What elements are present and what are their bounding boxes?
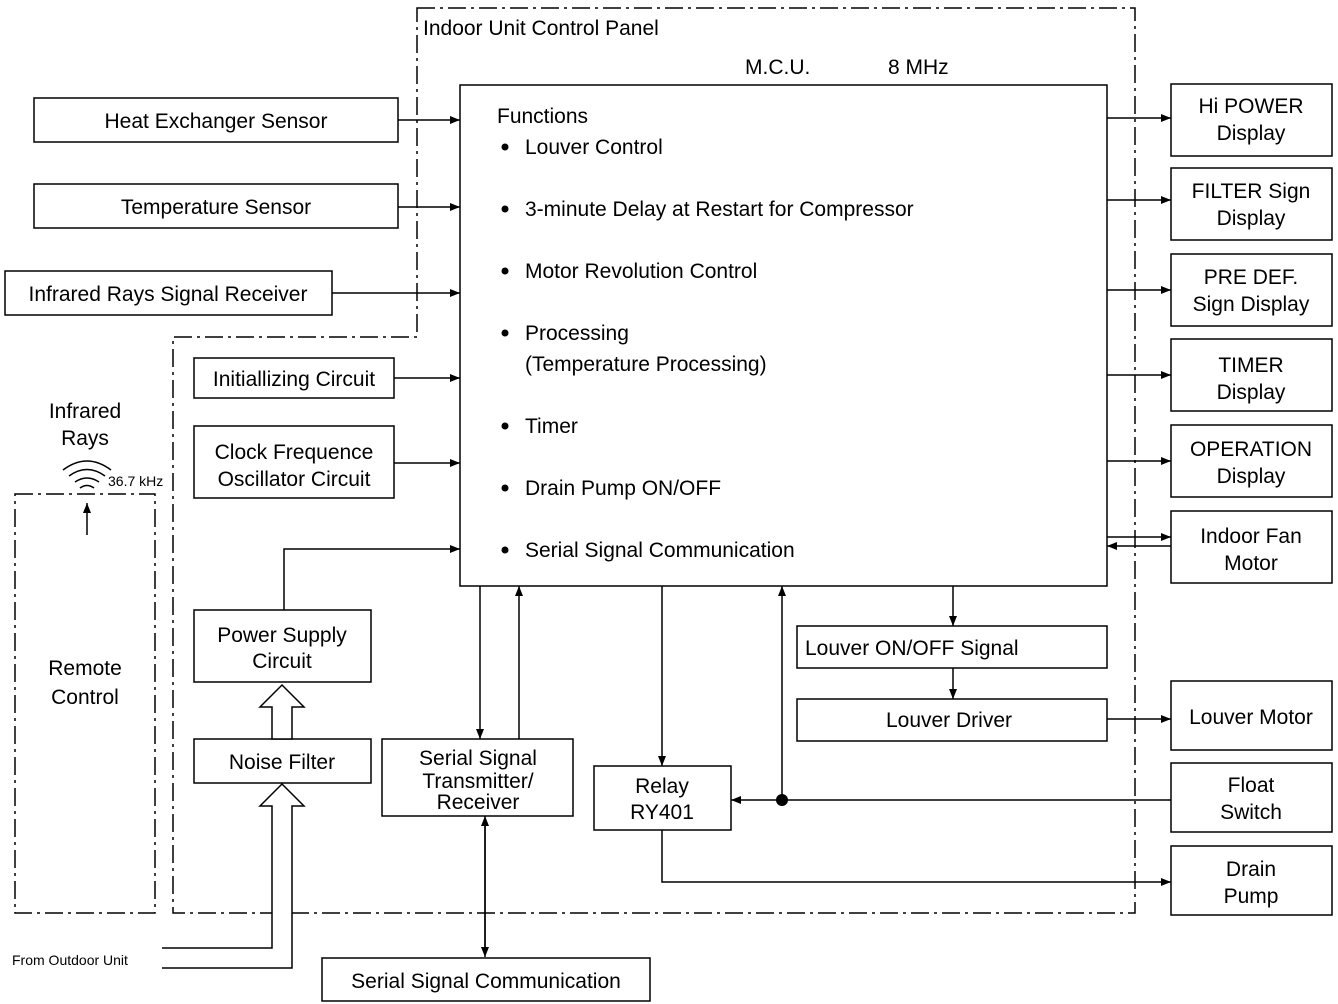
function-item: Louver Control xyxy=(525,136,663,159)
louver-motor-box xyxy=(1170,680,1333,751)
noise-filter-label: Noise Filter xyxy=(229,751,335,774)
power-supply-box xyxy=(193,609,372,683)
operation-label-line1: OPERATION xyxy=(1190,438,1312,461)
float-switch-label-line1: Float xyxy=(1228,774,1275,797)
infrared-waves-icon xyxy=(62,460,112,489)
hollow-arrow-filter-to-psu xyxy=(258,683,306,740)
remote-control-label-line2: Control xyxy=(51,686,119,709)
infrared-frequency: 36.7 kHz xyxy=(108,473,163,489)
functions-title: Functions xyxy=(497,105,588,128)
drain-pump-box xyxy=(1170,845,1333,916)
serial-transceiver-label-line2: Transmitter/ xyxy=(422,770,533,793)
pre-def-label-line1: PRE DEF. xyxy=(1204,266,1299,289)
bullet xyxy=(501,546,509,554)
float-switch-box xyxy=(1170,762,1333,833)
bullet xyxy=(501,143,509,151)
power-supply-label-line2: Circuit xyxy=(252,650,312,673)
initializing-circuit-box xyxy=(193,357,395,399)
relay-label-line2: RY401 xyxy=(630,801,694,824)
louver-motor-label: Louver Motor xyxy=(1189,706,1313,729)
mcu-frequency: 8 MHz xyxy=(888,56,949,79)
noise-filter-box xyxy=(193,738,372,784)
relay-label-line1: Relay xyxy=(635,775,689,798)
infrared-receiver-box xyxy=(4,270,333,316)
function-item-detail: (Temperature Processing) xyxy=(525,353,767,376)
mcu-label: M.C.U. xyxy=(745,56,810,79)
operation-label-line2: Display xyxy=(1217,465,1286,488)
remote-control-label-line1: Remote xyxy=(48,657,122,680)
mcu-box xyxy=(459,84,1108,587)
remote-control-boundary xyxy=(14,493,156,914)
function-item: 3-minute Delay at Restart for Compressor xyxy=(525,198,914,221)
hi-power-label-line2: Display xyxy=(1217,122,1286,145)
filter-label-line2: Display xyxy=(1217,207,1286,230)
arrow-power-to-mcu xyxy=(283,545,460,610)
float-switch-label-line2: Switch xyxy=(1220,801,1282,824)
serial-transceiver-box xyxy=(381,738,574,817)
serial-transceiver-label-line3: Receiver xyxy=(437,791,520,814)
arrow-relay-to-drain xyxy=(661,830,1171,886)
function-item: Timer xyxy=(525,415,578,438)
serial-transceiver-label-line1: Serial Signal xyxy=(419,747,537,770)
drain-pump-label-line2: Pump xyxy=(1224,885,1279,908)
operation-display-box xyxy=(1170,424,1333,498)
function-list: Louver Control 3-minute Delay at Restart… xyxy=(501,136,914,562)
function-item: Drain Pump ON/OFF xyxy=(525,477,721,500)
timer-label-line1: TIMER xyxy=(1218,354,1283,377)
louver-signal-label: Louver ON/OFF Signal xyxy=(805,637,1019,660)
from-outdoor-label: From Outdoor Unit xyxy=(12,952,128,968)
function-item: Processing xyxy=(525,322,629,345)
bullet xyxy=(501,267,509,275)
clock-oscillator-box xyxy=(193,425,395,499)
infrared-receiver-label: Infrared Rays Signal Receiver xyxy=(29,283,308,306)
louver-driver-label: Louver Driver xyxy=(886,709,1012,732)
bullet xyxy=(501,484,509,492)
indoor-fan-label-line1: Indoor Fan xyxy=(1200,525,1302,548)
power-supply-label-line1: Power Supply xyxy=(217,624,347,647)
timer-label-line2: Display xyxy=(1217,381,1286,404)
bullet xyxy=(501,205,509,213)
serial-communication-label: Serial Signal Communication xyxy=(351,970,621,993)
drain-pump-label-line1: Drain xyxy=(1226,858,1276,881)
hollow-arrow-outdoor-to-filter xyxy=(162,782,306,969)
bullet xyxy=(501,422,509,430)
function-item: Motor Revolution Control xyxy=(525,260,757,283)
serial-communication-box xyxy=(321,957,651,1002)
louver-signal-box xyxy=(796,625,1108,669)
infrared-label-line1: Infrared xyxy=(49,400,121,423)
heat-exchanger-sensor-label: Heat Exchanger Sensor xyxy=(105,110,328,133)
indoor-fan-motor-box xyxy=(1170,510,1333,584)
indoor-fan-label-line2: Motor xyxy=(1224,552,1278,575)
pre-def-display-box xyxy=(1170,253,1333,327)
pre-def-label-line2: Sign Display xyxy=(1193,293,1310,316)
control-panel-title: Indoor Unit Control Panel xyxy=(423,17,659,40)
filter-label-line1: FILTER Sign xyxy=(1192,180,1311,203)
initializing-circuit-label: Initiallizing Circuit xyxy=(213,368,375,391)
control-panel-boundary xyxy=(172,7,1136,914)
bullet xyxy=(501,329,509,337)
function-item: Serial Signal Communication xyxy=(525,539,795,562)
clock-oscillator-label-line1: Clock Frequence xyxy=(215,441,374,464)
temperature-sensor-label: Temperature Sensor xyxy=(121,196,311,219)
timer-display-box xyxy=(1170,338,1333,412)
clock-oscillator-label-line2: Oscillator Circuit xyxy=(218,468,371,491)
hi-power-label-line1: Hi POWER xyxy=(1199,95,1304,118)
louver-driver-box xyxy=(796,698,1108,742)
temperature-sensor-box xyxy=(33,183,399,229)
filter-display-box xyxy=(1170,167,1333,241)
hi-power-display-box xyxy=(1170,83,1333,157)
infrared-label-line2: Rays xyxy=(61,427,109,450)
